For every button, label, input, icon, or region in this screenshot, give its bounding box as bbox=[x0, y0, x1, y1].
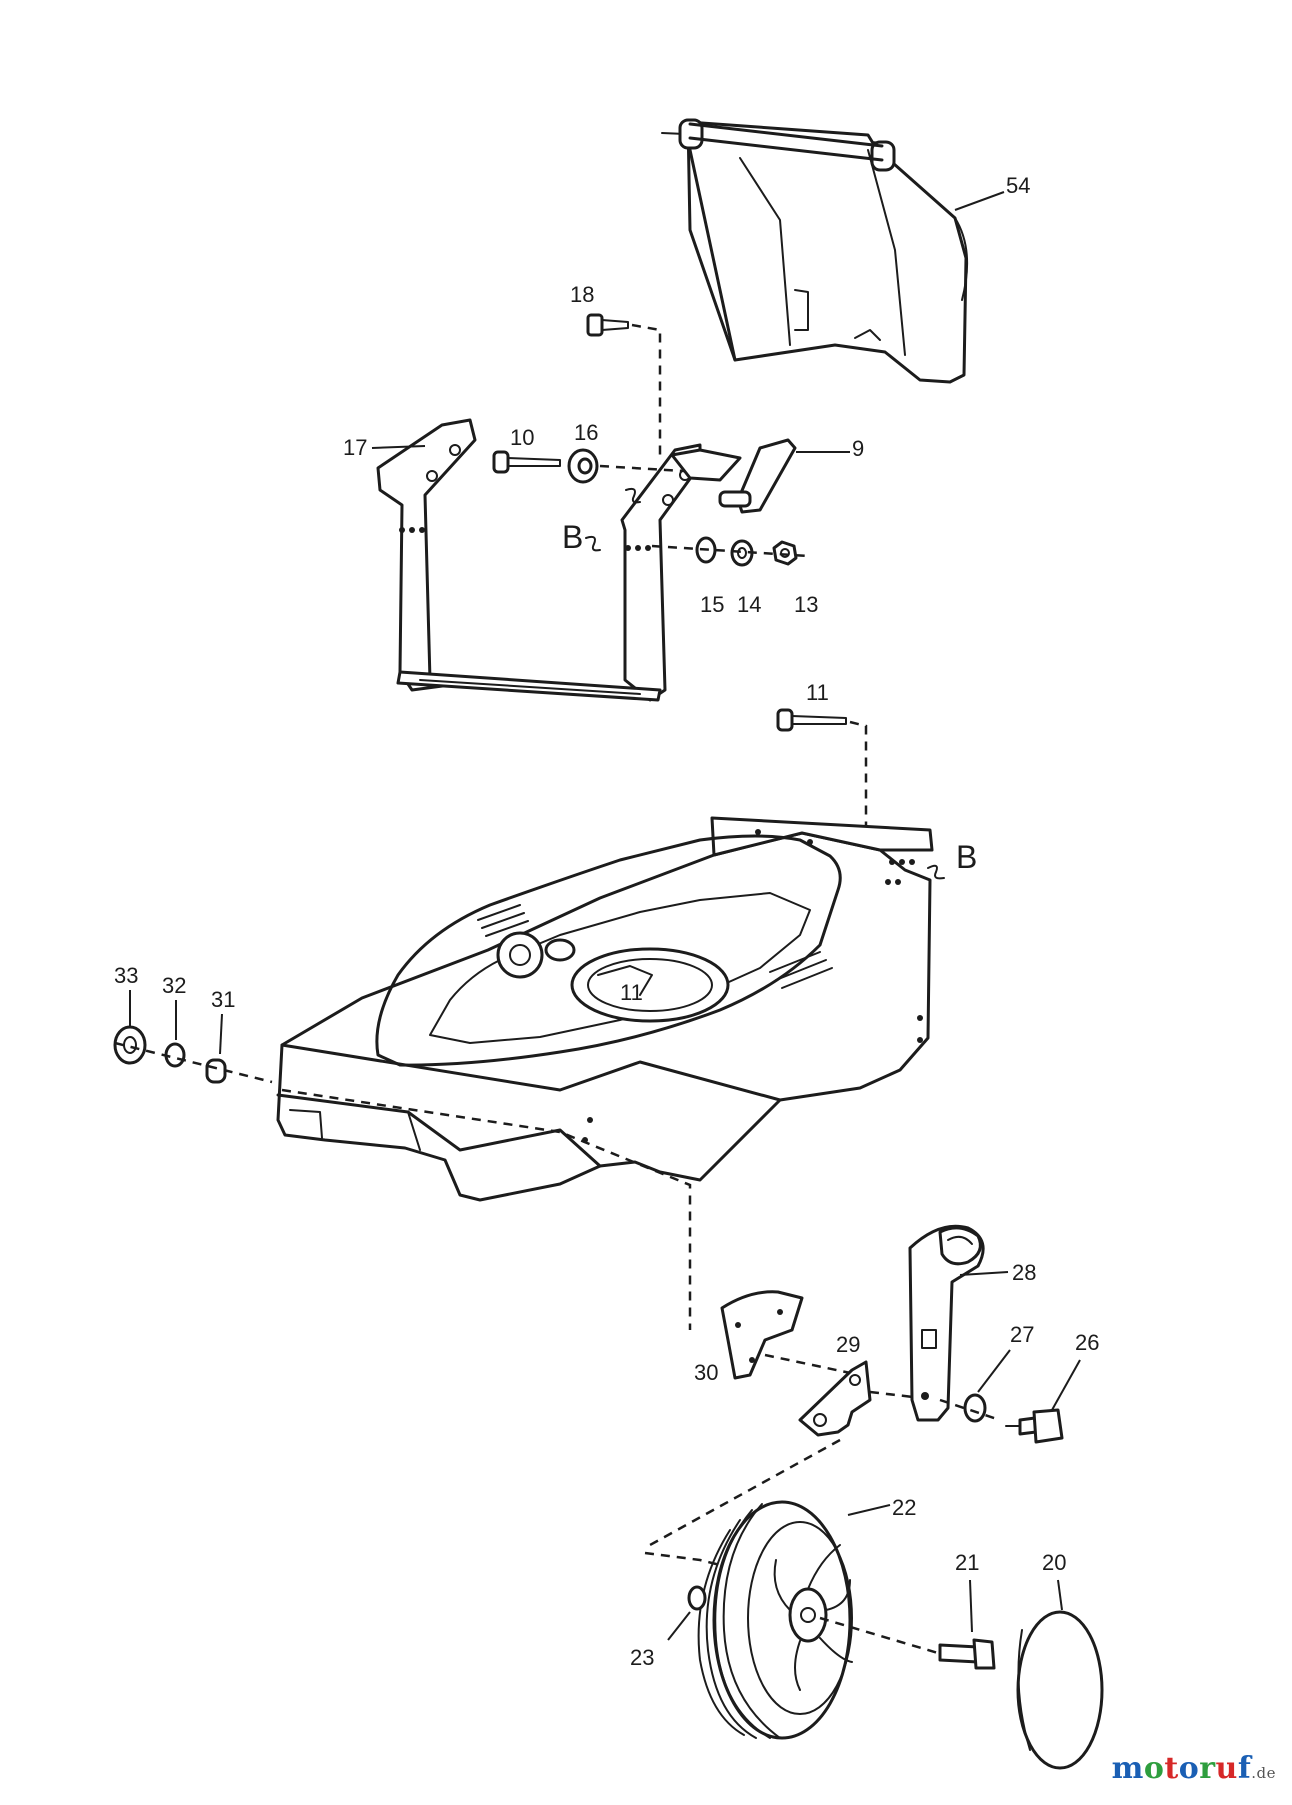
part-11-bolt: 11 bbox=[776, 680, 868, 870]
label-9: 9 bbox=[852, 436, 864, 461]
part-10-bolt: 10 bbox=[492, 425, 561, 474]
svg-text:11: 11 bbox=[620, 980, 643, 1005]
part-20-hub-cap: 20 bbox=[1016, 1550, 1104, 1770]
label-27: 27 bbox=[1010, 1322, 1034, 1347]
part-21-axle-bolt: 21 bbox=[819, 1550, 996, 1670]
wm-l6: f bbox=[1237, 1751, 1252, 1786]
part-15-washer: 15 bbox=[695, 536, 724, 617]
part-14-lock-washer: 14 bbox=[730, 539, 761, 617]
motoruf-watermark: motoruf.de bbox=[1112, 1751, 1276, 1786]
label-22: 22 bbox=[892, 1495, 916, 1520]
wm-l4: r bbox=[1199, 1751, 1216, 1786]
label-10: 10 bbox=[510, 425, 534, 450]
wm-l0: m bbox=[1111, 1751, 1144, 1786]
label-33: 33 bbox=[114, 963, 138, 988]
label-28: 28 bbox=[1012, 1260, 1036, 1285]
part-30-height-plate: 30 bbox=[694, 1290, 861, 1385]
label-54: 54 bbox=[1006, 173, 1030, 198]
part-16-nut: 16 bbox=[567, 420, 701, 484]
wm-domain: .de bbox=[1251, 1764, 1276, 1782]
label-14: 14 bbox=[737, 592, 761, 617]
part-18-screw: 18 bbox=[570, 282, 662, 455]
part-22-wheel: 22 bbox=[644, 1495, 916, 1740]
part-13-nut: 13 bbox=[651, 540, 818, 617]
part-33-nut: 33 bbox=[113, 963, 147, 1065]
label-32: 32 bbox=[162, 973, 186, 998]
part-31-washer: 31 bbox=[114, 987, 273, 1084]
label-17: 17 bbox=[343, 435, 367, 460]
label-18: 18 bbox=[570, 282, 594, 307]
label-29: 29 bbox=[836, 1332, 860, 1357]
marker-b-top: B bbox=[562, 519, 583, 555]
label-21: 21 bbox=[955, 1550, 979, 1575]
part-28-height-lever: 28 bbox=[908, 1224, 1036, 1422]
wm-l3: o bbox=[1178, 1751, 1200, 1786]
part-29-axle-arm: 29 bbox=[649, 1332, 923, 1547]
part-32-lock-washer: 32 bbox=[162, 973, 186, 1068]
label-23: 23 bbox=[630, 1645, 654, 1670]
wm-l1: o bbox=[1143, 1751, 1165, 1786]
part-26-shoulder-bolt: 26 bbox=[1005, 1330, 1099, 1444]
label-11: 11 bbox=[806, 680, 829, 705]
part-9-hinge: 9 bbox=[670, 436, 864, 514]
part-17-bracket-frame: 17 bbox=[343, 418, 702, 702]
label-15: 15 bbox=[700, 592, 724, 617]
wm-l5: u bbox=[1215, 1751, 1238, 1786]
wm-l2: t bbox=[1164, 1751, 1179, 1786]
part-54-rear-flap: 54 bbox=[661, 118, 1030, 384]
marker-b-bracket: B bbox=[562, 487, 641, 555]
label-30: 30 bbox=[694, 1360, 718, 1385]
mower-deck-housing: 11 B bbox=[276, 816, 977, 1330]
label-31: 31 bbox=[211, 987, 235, 1012]
part-23-washer: 23 bbox=[630, 1585, 707, 1670]
label-26: 26 bbox=[1075, 1330, 1099, 1355]
part-27-washer: 27 bbox=[939, 1322, 1034, 1423]
marker-b-deck: B bbox=[956, 839, 977, 875]
label-13: 13 bbox=[794, 592, 818, 617]
label-16: 16 bbox=[574, 420, 598, 445]
label-20: 20 bbox=[1042, 1550, 1066, 1575]
